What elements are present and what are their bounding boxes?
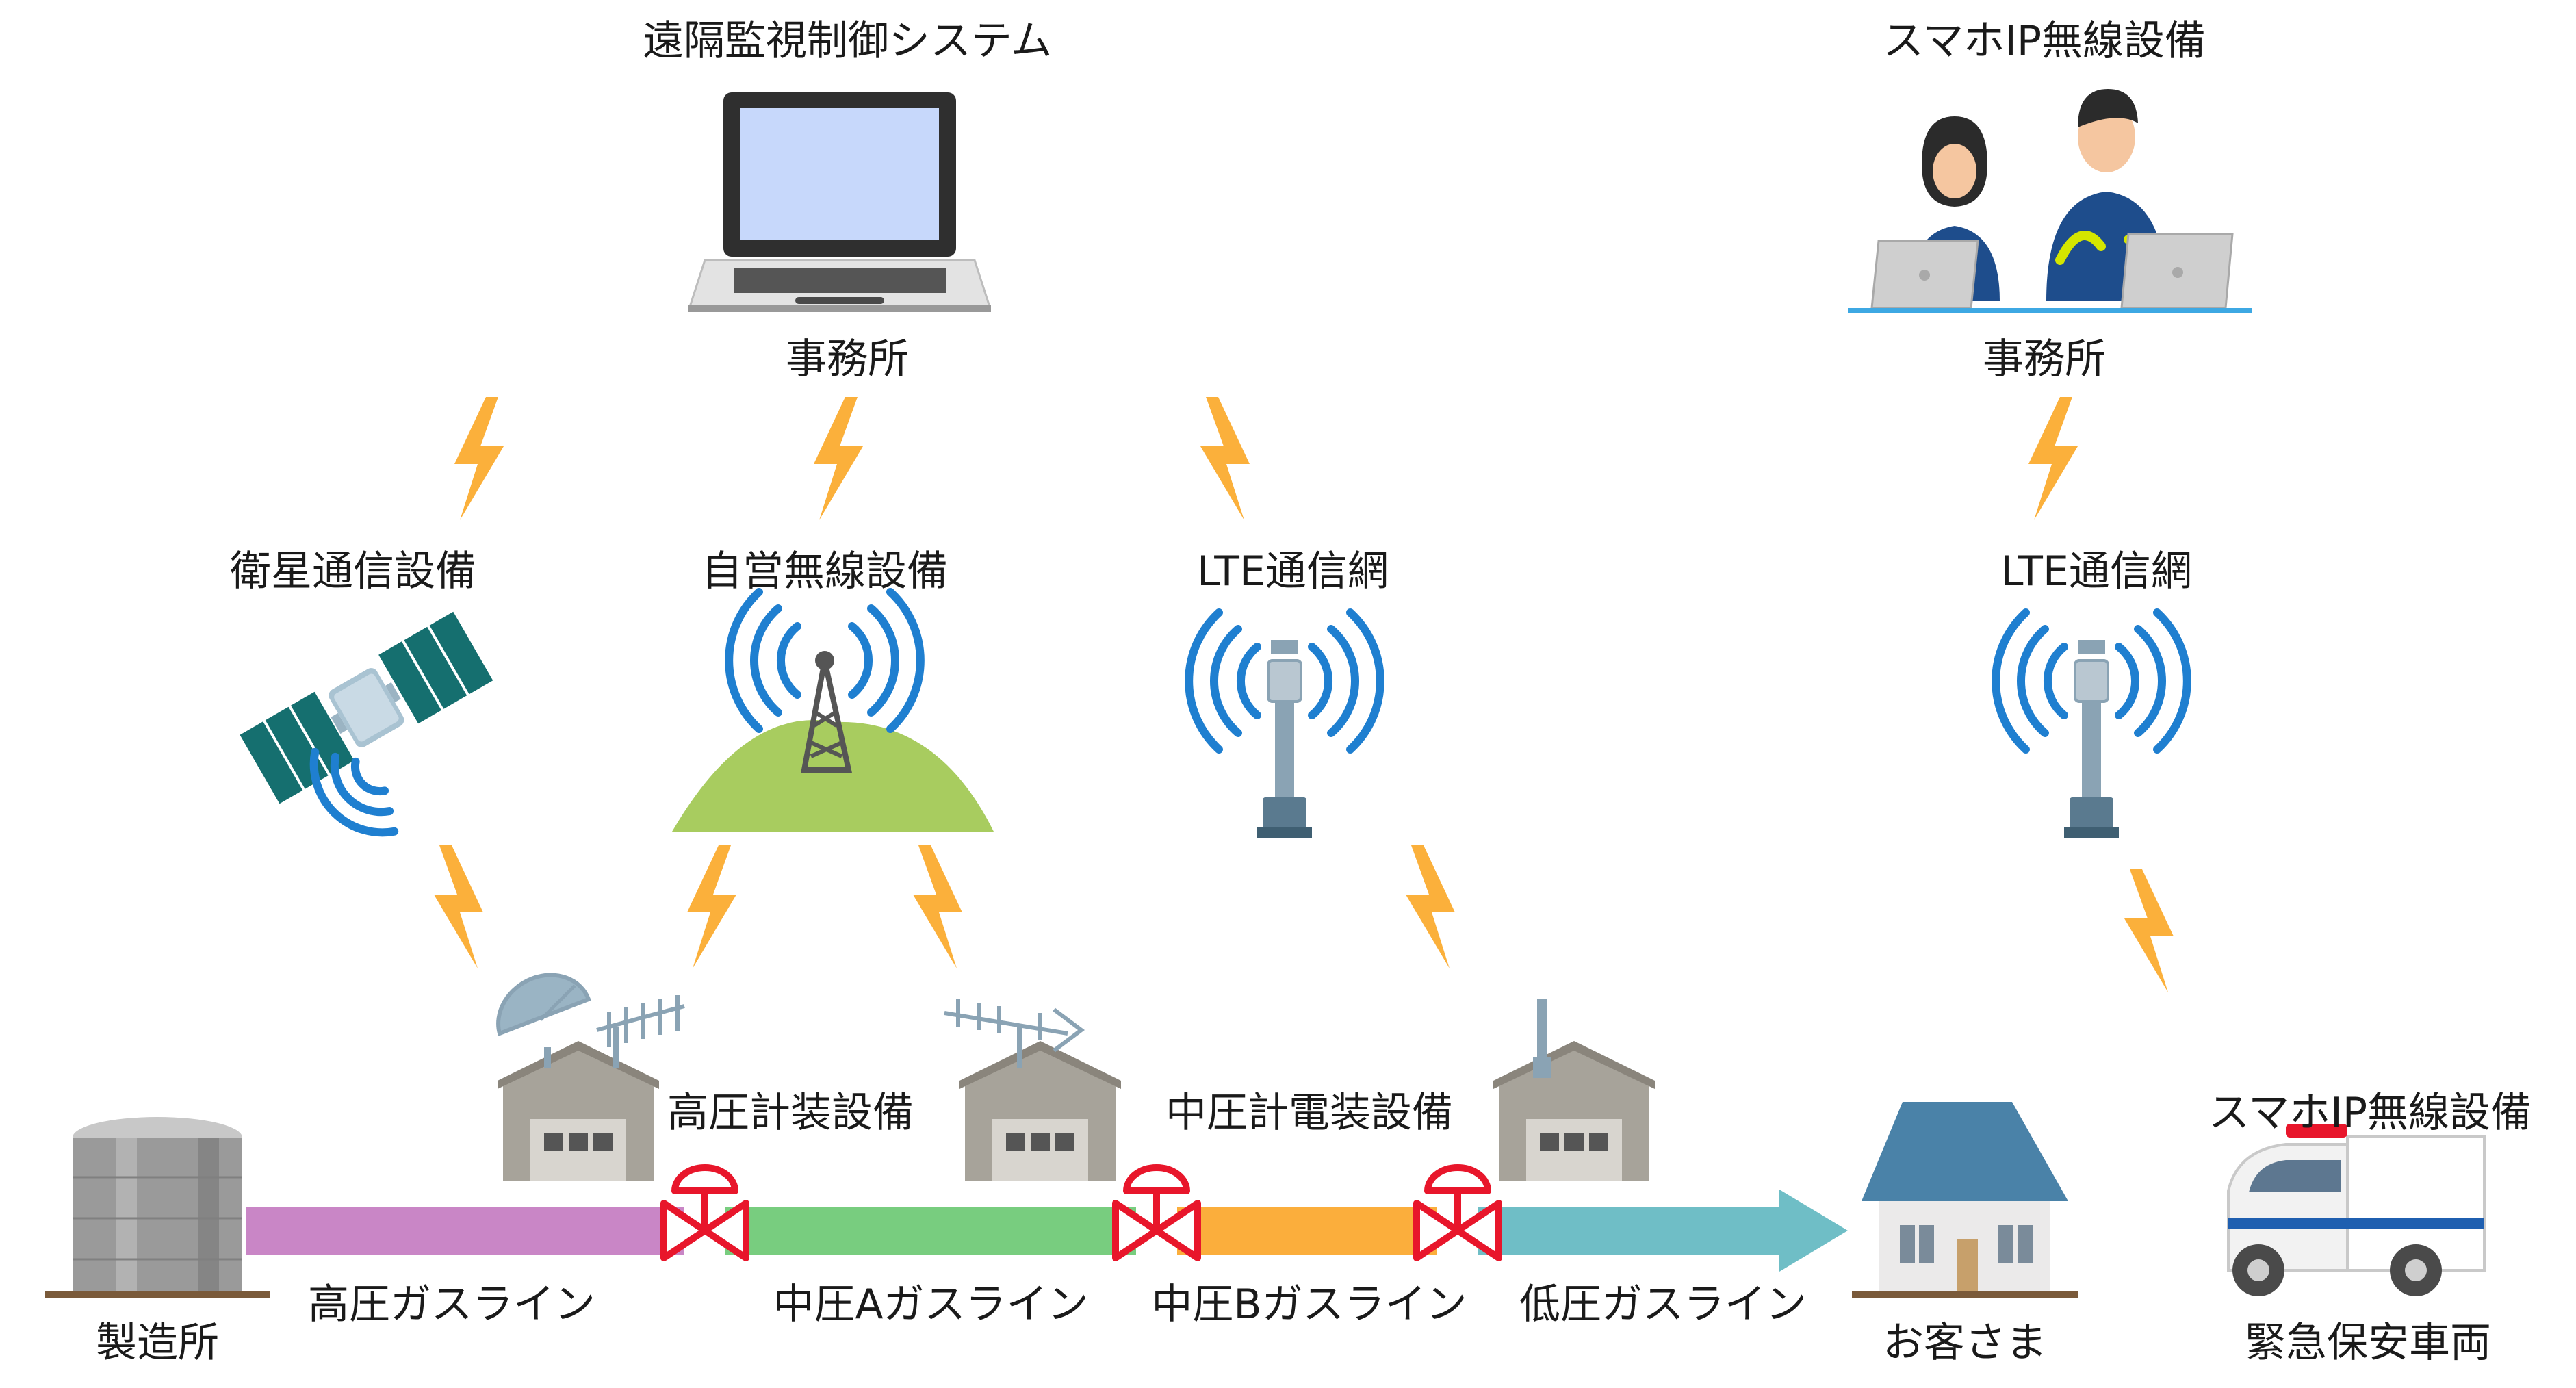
laptop-icon (688, 92, 992, 312)
smartphone-ip-bottom-label: スマホIP無線設備 (2208, 1089, 2532, 1137)
radio-tower-hill-icon (672, 592, 994, 832)
emergency-vehicle-label: 緊急保安車両 (2245, 1319, 2491, 1367)
lightning-icon (454, 397, 504, 520)
lightning-icon (814, 397, 863, 520)
lightning-icon (2028, 397, 2078, 520)
lightning-icon (1406, 845, 1455, 968)
low-pressure-station-icon (1493, 999, 1655, 1181)
lightning-icon (1200, 397, 1250, 520)
lte-right-label: LTE通信網 (2000, 548, 2192, 595)
valve-icon (664, 1168, 746, 1258)
satellite-signal-icon (309, 747, 399, 837)
medium-b-line-label: 中圧Bガスライン (1151, 1281, 1467, 1328)
high-gas-line-label: 高圧ガスライン (308, 1281, 595, 1328)
factory-label: 製造所 (96, 1319, 219, 1367)
lte-tower-icon (1996, 613, 2187, 840)
lightning-icon (434, 845, 483, 968)
remote-system-label: 遠隔監視制御システム (642, 17, 1053, 65)
medium-pressure-equipment-label: 中圧計電装設備 (1165, 1089, 1453, 1137)
valve-icon (1417, 1168, 1499, 1258)
high-pressure-pipe (246, 1207, 684, 1255)
medium-b-pipe (1177, 1207, 1437, 1255)
lightning-icon (913, 845, 962, 968)
emergency-vehicle-icon (2227, 1124, 2486, 1296)
lte-left-label: LTE通信網 (1197, 548, 1389, 595)
satellite-icon (236, 608, 497, 808)
low-pressure-pipe-arrow (1478, 1190, 1848, 1272)
private-radio-label: 自営無線設備 (701, 548, 948, 595)
customer-label: お客さま (1883, 1319, 2047, 1367)
valve-icon (1116, 1168, 1198, 1258)
office-right-label: 事務所 (1983, 335, 2106, 383)
high-pressure-station-icon (496, 973, 685, 1181)
medium-a-pipe (725, 1207, 1136, 1255)
low-gas-line-label: 低圧ガスライン (1519, 1281, 1807, 1328)
lte-tower-icon (1189, 613, 1380, 840)
lightning-icon (687, 845, 736, 968)
office-workers-icon (1848, 89, 2252, 313)
satellite-label: 衛星通信設備 (230, 548, 476, 595)
lightning-icon (2124, 869, 2174, 992)
medium-a-line-label: 中圧Aガスライン (773, 1281, 1089, 1328)
smartphone-ip-top-label: スマホIP無線設備 (1882, 17, 2206, 65)
high-pressure-equipment-label: 高圧計装設備 (667, 1089, 914, 1137)
customer-house-icon (1852, 1102, 2078, 1298)
medium-pressure-station-icon (944, 999, 1121, 1181)
office-left-label: 事務所 (786, 335, 909, 383)
factory-tank-icon (45, 1117, 270, 1298)
